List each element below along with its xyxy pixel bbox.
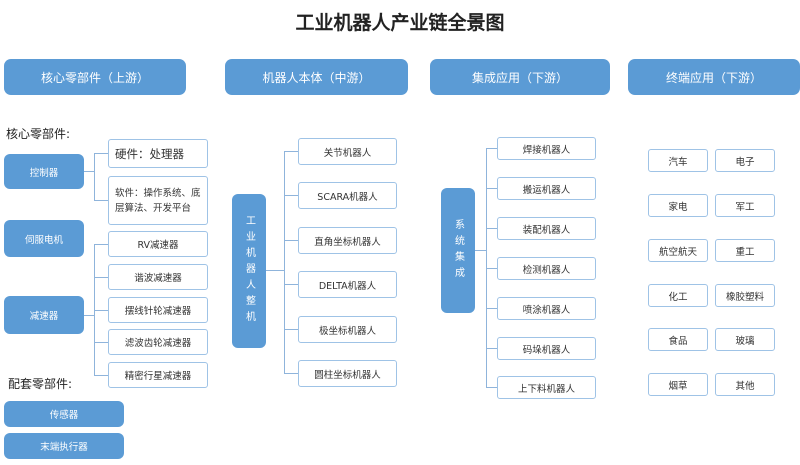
header-terminal: 终端应用（下游）: [628, 59, 800, 95]
connector-line: [94, 153, 95, 201]
connector-line: [284, 284, 298, 285]
connector-line: [486, 308, 497, 309]
core-parts-label: 核心零部件:: [6, 127, 71, 141]
connector-line: [94, 310, 108, 311]
reducer-item: 精密行星减速器: [108, 362, 208, 388]
terminal-item: 电子: [715, 149, 775, 172]
connector-line: [486, 268, 497, 269]
servo-motor-box: 伺服电机: [4, 220, 84, 257]
robot-type-item: 直角坐标机器人: [298, 227, 397, 254]
terminal-item: 烟草: [648, 373, 708, 396]
connector-line: [284, 151, 298, 152]
terminal-item: 玻璃: [715, 328, 775, 351]
connector-line: [486, 148, 497, 149]
integration-item: 焊接机器人: [497, 137, 596, 160]
connector-line: [94, 375, 108, 376]
connector-line: [486, 148, 487, 387]
support-parts-label: 配套零部件:: [8, 377, 73, 391]
integration-item: 搬运机器人: [497, 177, 596, 200]
terminal-item: 家电: [648, 194, 708, 217]
connector-line: [94, 277, 108, 278]
robot-type-item: 圆柱坐标机器人: [298, 360, 397, 387]
controller-box: 控制器: [4, 154, 84, 189]
connector-line: [284, 195, 298, 196]
terminal-item: 化工: [648, 284, 708, 307]
page-title: 工业机器人产业链全景图: [295, 12, 505, 34]
connector-line: [284, 373, 298, 374]
sensor-box: 传感器: [4, 401, 124, 427]
reducer-item: 谐波减速器: [108, 264, 208, 290]
connector-line: [94, 244, 95, 375]
terminal-item: 重工: [715, 239, 775, 262]
controller-software: 软件：操作系统、底层算法、开发平台: [108, 176, 208, 225]
system-integration-box: 系统集成: [441, 188, 475, 313]
end-effector-box: 末端执行器: [4, 433, 124, 459]
robot-body-box: 工业机器人整机: [232, 194, 266, 348]
terminal-item: 军工: [715, 194, 775, 217]
integration-item: 检测机器人: [497, 257, 596, 280]
connector-line: [486, 387, 497, 388]
connector-line: [486, 348, 497, 349]
robot-type-item: 极坐标机器人: [298, 316, 397, 343]
integration-item: 喷涂机器人: [497, 297, 596, 320]
connector-line: [486, 228, 497, 229]
reducer-box: 减速器: [4, 296, 84, 334]
connector-line: [84, 171, 94, 172]
integration-item: 码垛机器人: [497, 337, 596, 360]
connector-line: [266, 270, 284, 271]
reducer-item: 摆线针轮减速器: [108, 297, 208, 323]
robot-type-item: DELTA机器人: [298, 271, 397, 298]
connector-line: [486, 188, 497, 189]
header-upstream: 核心零部件（上游）: [4, 59, 186, 95]
reducer-item: RV减速器: [108, 231, 208, 257]
terminal-item: 汽车: [648, 149, 708, 172]
connector-line: [94, 342, 108, 343]
connector-line: [284, 151, 285, 374]
connector-line: [84, 315, 94, 316]
robot-type-item: 关节机器人: [298, 138, 397, 165]
connector-line: [94, 244, 108, 245]
terminal-item: 食品: [648, 328, 708, 351]
connector-line: [284, 240, 298, 241]
header-midstream: 机器人本体（中游）: [225, 59, 408, 95]
terminal-item: 航空航天: [648, 239, 708, 262]
robot-type-item: SCARA机器人: [298, 182, 397, 209]
terminal-item: 其他: [715, 373, 775, 396]
connector-line: [94, 200, 108, 201]
reducer-item: 滤波齿轮减速器: [108, 329, 208, 355]
connector-line: [94, 153, 108, 154]
controller-hardware: 硬件：处理器: [108, 139, 208, 168]
integration-item: 装配机器人: [497, 217, 596, 240]
connector-line: [284, 329, 298, 330]
header-integration: 集成应用（下游）: [430, 59, 610, 95]
integration-item: 上下料机器人: [497, 376, 596, 399]
terminal-item: 橡胶塑料: [715, 284, 775, 307]
connector-line: [475, 250, 486, 251]
